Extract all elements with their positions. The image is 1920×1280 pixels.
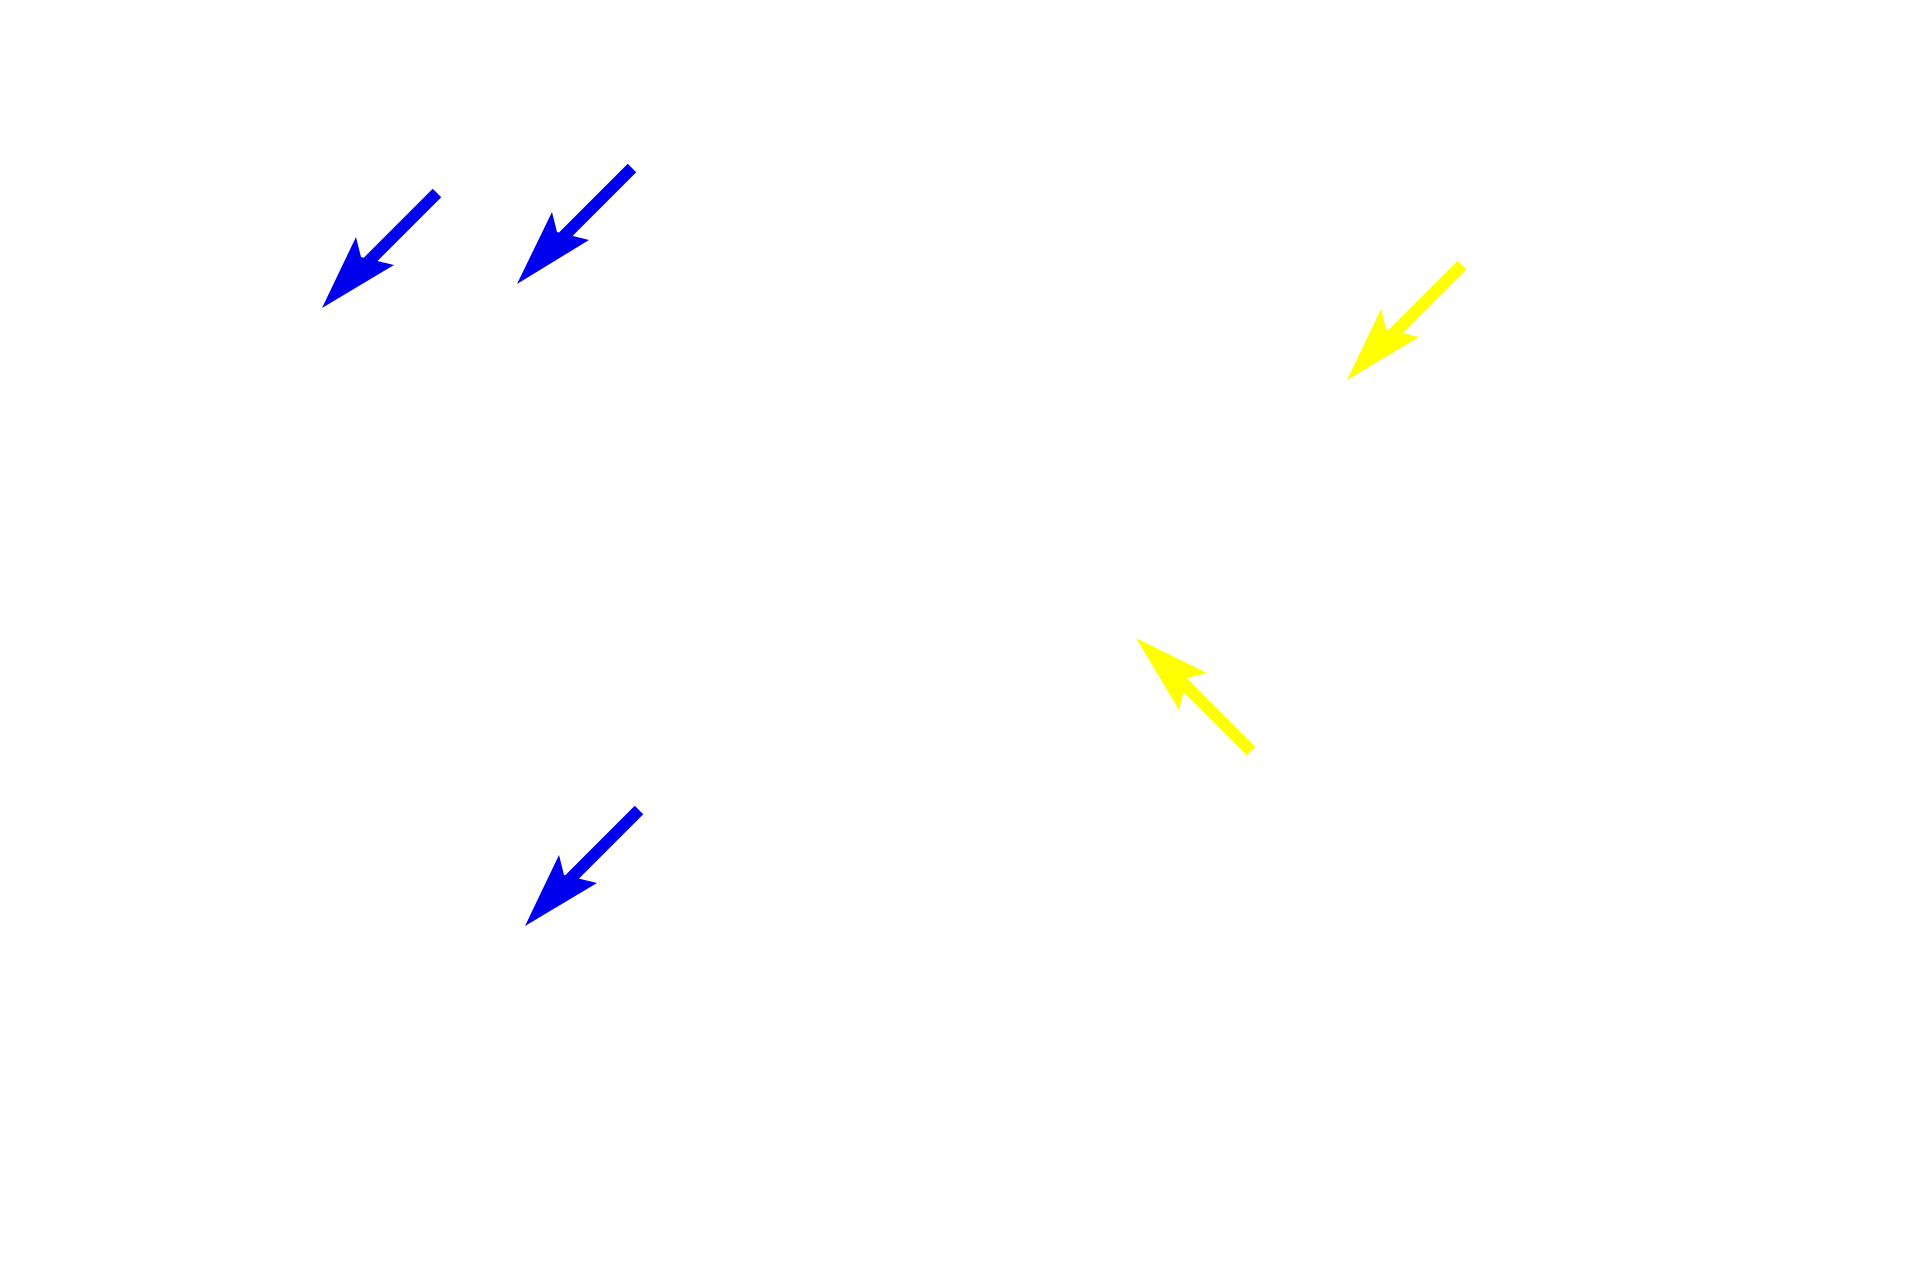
blue-arrow-3-icon [525,805,644,926]
yellow-arrow-1-icon [1347,260,1467,380]
blue-arrow-1-icon [322,188,442,308]
yellow-arrow-2-icon [1136,638,1256,756]
blue-arrow-2-icon [517,163,637,284]
